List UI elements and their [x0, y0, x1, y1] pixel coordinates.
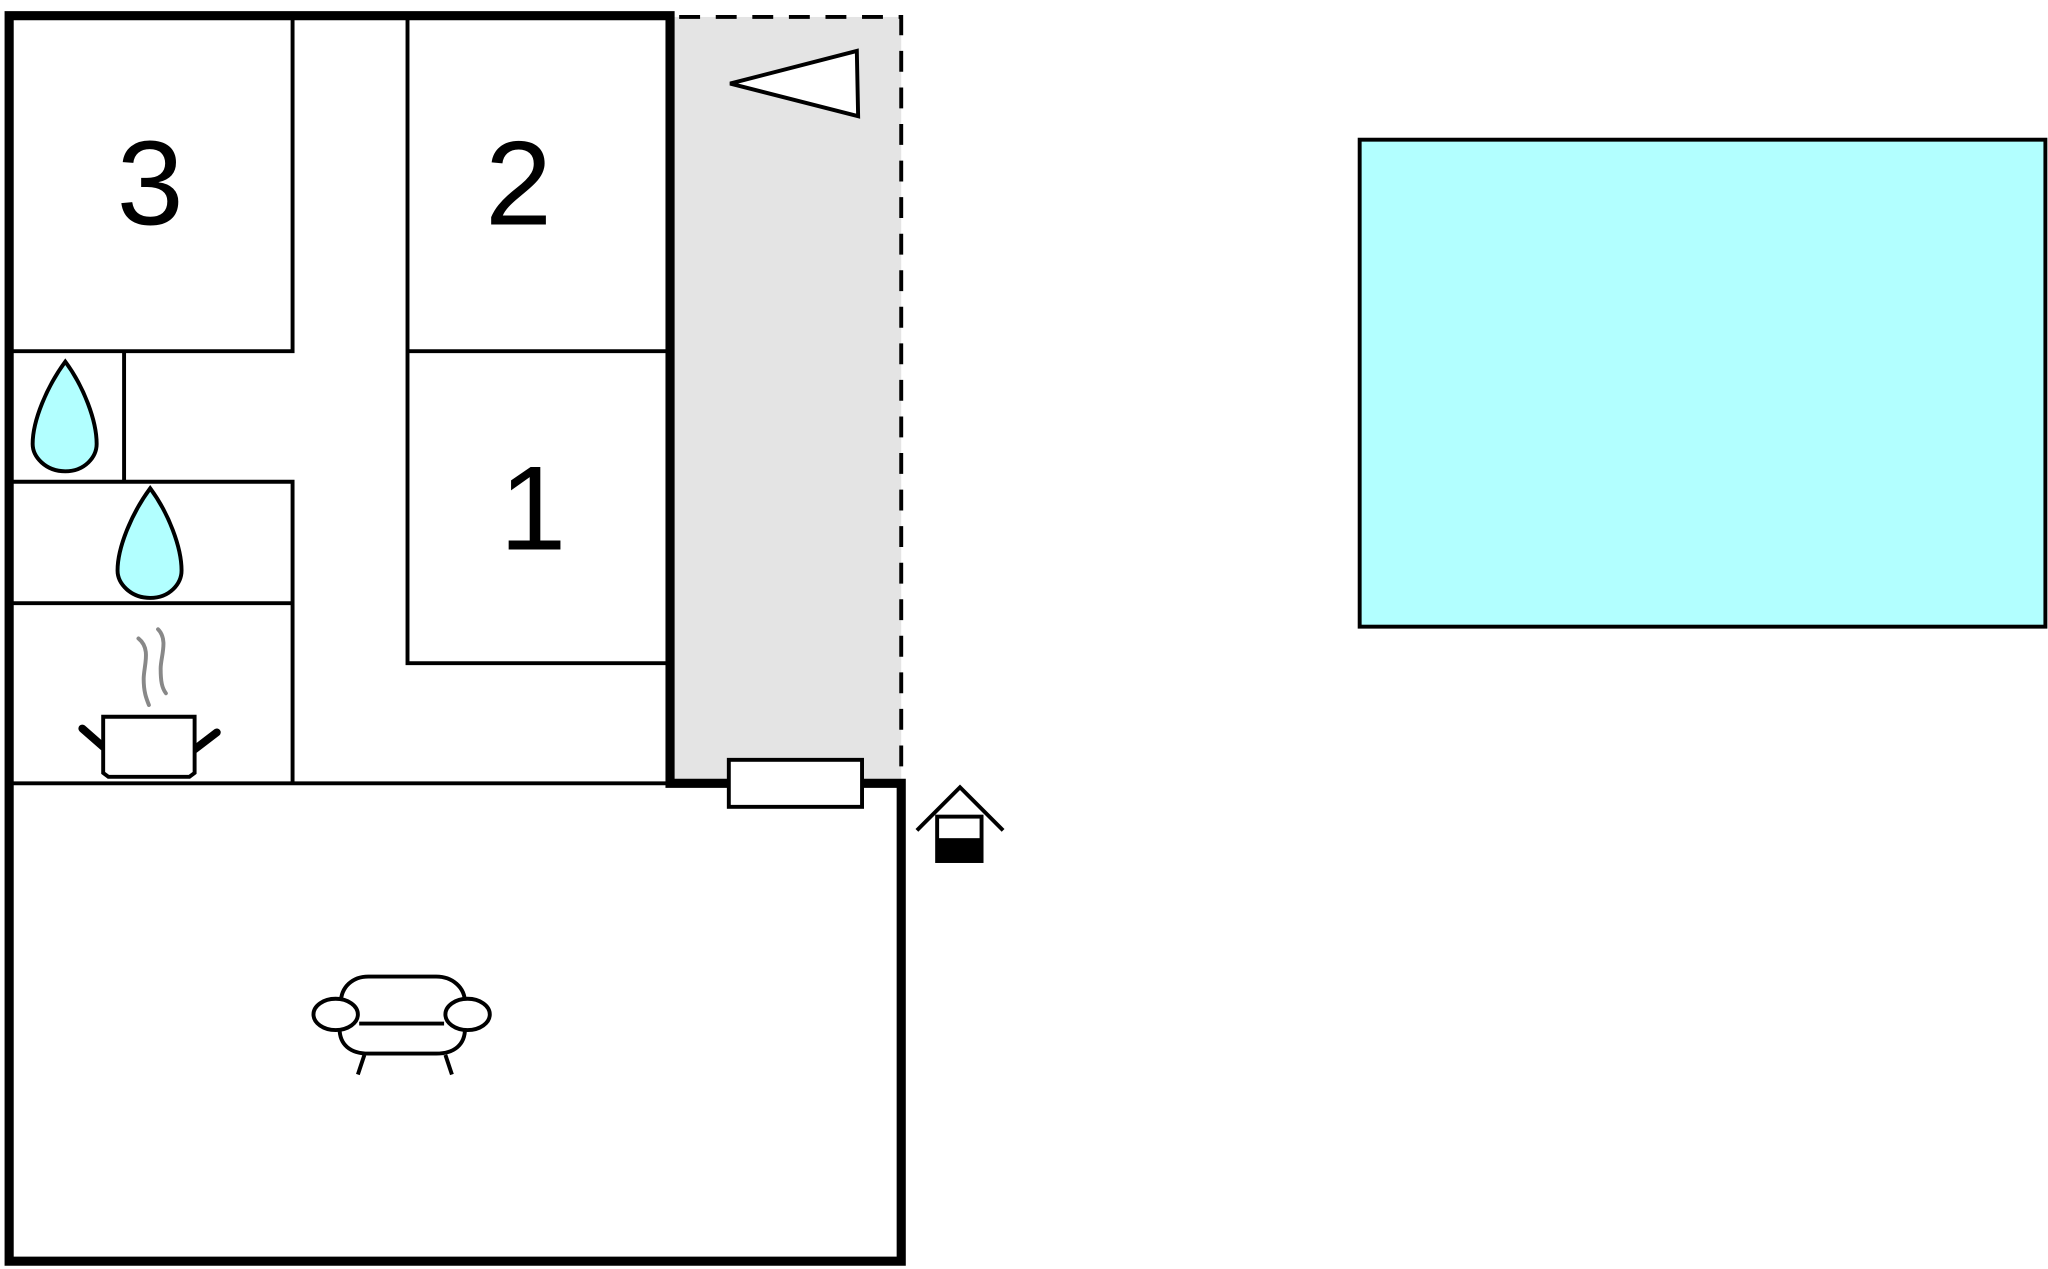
- entrance-door: [726, 757, 864, 809]
- room-label-2: 2: [485, 117, 552, 251]
- kitchen-cooking-pot-icon: [78, 627, 221, 779]
- exterior-walls: [4, 11, 906, 1266]
- terrace: [670, 15, 904, 784]
- entrance-house-icon: [915, 784, 1005, 863]
- room-label-3: 3: [117, 117, 184, 251]
- water-drop-icon: [115, 484, 184, 600]
- interior-walls: [9, 16, 669, 786]
- living-room-sofa-icon: [311, 974, 492, 1076]
- room-label-1: 1: [499, 442, 566, 576]
- swimming-pool: [1357, 137, 2048, 629]
- water-drop-icon: [30, 358, 99, 474]
- terrace-flag-icon: [729, 48, 861, 119]
